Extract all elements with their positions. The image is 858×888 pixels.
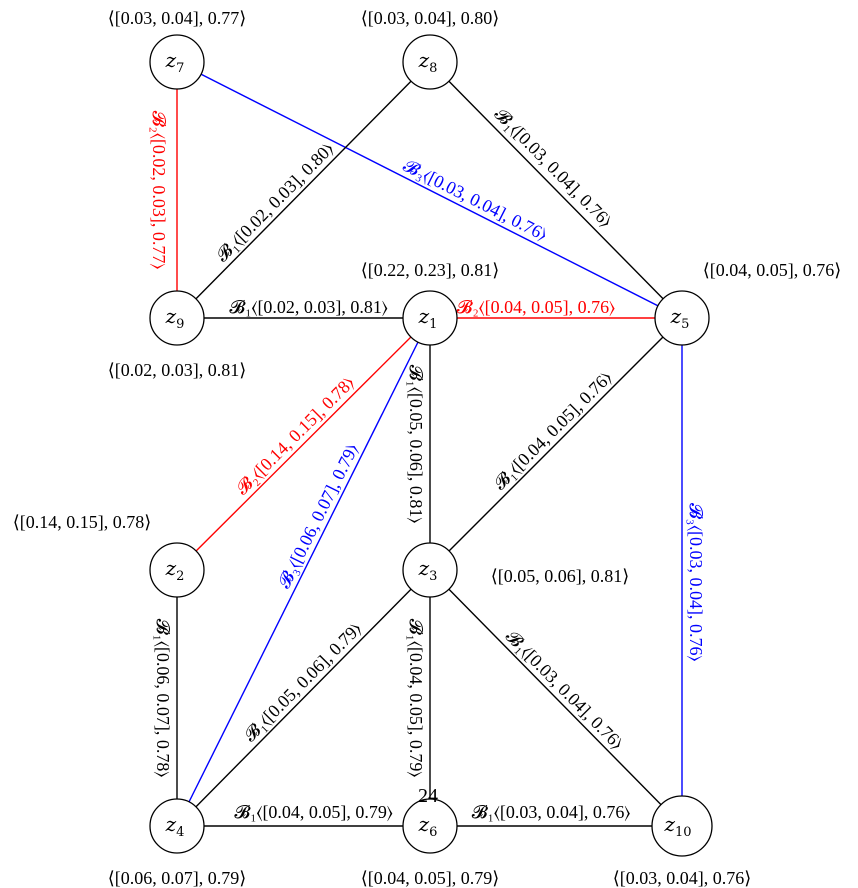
edge-label-z9-z1: 𝓑₁⟨[0.02, 0.03], 0.81⟩ [229,297,388,317]
node-label-z4: z4 [165,812,185,840]
edge-label-z4-z6: 𝓑₁⟨[0.04, 0.05], 0.79⟩ [234,802,393,822]
node-value-z1: ⟨[0.22, 0.23], 0.81⟩ [361,260,500,280]
edge-z1-z2 [176,317,431,571]
node-z6: z6 [402,798,458,854]
edge-label-z5-z3: 𝓑₁⟨[0.04, 0.05], 0.76⟩ [489,367,615,493]
node-circle-z5 [654,290,710,346]
node-subscript: 1 [429,317,437,332]
node-z2: z2 [149,542,205,598]
edge-label-z3-z10: 𝓑₁⟨[0.03, 0.04], 0.76⟩ [502,626,627,753]
node-subscript: 8 [429,61,437,76]
edge-label-z7-z5: 𝓑₃⟨[0.03, 0.04], 0.76⟩ [400,155,550,245]
edge-z9-z8 [176,61,431,319]
node-value-z6: ⟨[0.04, 0.05], 0.79⟩ [361,868,500,888]
node-label-z7: z7 [165,48,185,76]
node-subscript: 3 [429,569,437,584]
node-letter: z [670,304,682,328]
node-z1: z1 [402,290,458,346]
node-z8: z8 [402,34,458,90]
edge-label-z9-z8: 𝓑₁⟨[0.02, 0.03], 0.80⟩ [212,139,338,266]
node-value-z7: ⟨[0.03, 0.04], 0.77⟩ [108,8,247,28]
node-value-z5: ⟨[0.04, 0.05], 0.76⟩ [703,260,842,280]
node-circle-z4 [149,798,205,854]
node-letter: z [418,48,430,72]
edge-label-z3-z6: 𝓑₁⟨[0.04, 0.05], 0.79⟩ [406,619,426,778]
node-subscript: 10 [675,825,692,840]
node-letter: z [418,556,430,580]
node-circle-z6 [402,798,458,854]
node-z4: z4 [149,798,205,854]
node-value-z4: ⟨[0.06, 0.07], 0.79⟩ [108,868,247,888]
edge-label-z1-z4: 𝓑₃⟨[0.06, 0.07], 0.79⟩ [274,440,363,591]
node-label-z2: z2 [165,556,185,584]
node-subscript: 9 [176,317,184,332]
node-subscript: 4 [176,825,184,840]
node-letter: z [418,304,430,328]
node-letter: z [418,812,430,836]
node-label-z6: z6 [418,812,438,840]
edge-label-z6-z10: 𝓑₁⟨[0.03, 0.04], 0.76⟩ [472,802,631,822]
node-z3: z3 [402,542,458,598]
edge-z1-z4 [176,317,431,827]
edge-label-z1-z3: 𝓑₁⟨[0.05, 0.06], 0.81⟩ [406,365,426,524]
node-z5: z5 [654,290,710,346]
node-label-z1: z1 [418,304,438,332]
edge-z8-z5 [429,61,683,319]
node-letter: z [165,812,177,836]
edge-z7-z5 [176,61,683,319]
node-label-z9: z9 [165,304,185,332]
node-subscript: 2 [176,569,184,584]
edges-layer: 𝓑₂⟨[0.02, 0.03], 0.77⟩ 𝓑₃⟨[0.03, 0.04], 0… [149,61,706,827]
node-value-z10: ⟨[0.03, 0.04], 0.76⟩ [613,868,752,888]
node-value-z2: ⟨[0.14, 0.15], 0.78⟩ [13,512,152,532]
node-z7: z7 [149,34,205,90]
edge-z3-z10 [429,569,683,827]
node-circle-z8 [402,34,458,90]
node-label-z5: z5 [670,304,690,332]
node-circle-z2 [149,542,205,598]
node-circle-z1 [402,290,458,346]
edge-label-z5-z10: 𝓑₃⟨[0.03, 0.04], 0.76⟩ [686,503,706,662]
node-subscript: 6 [429,825,437,840]
edge-z3-z4 [176,569,431,827]
node-z9: z9 [149,290,205,346]
node-letter: z [663,812,675,836]
node-label-z10: z10 [663,812,691,840]
edge-z5-z3 [429,317,683,571]
node-circle-z7 [149,34,205,90]
node-circle-z9 [149,290,205,346]
edge-label-z1-z5: 𝓑₂⟨[0.04, 0.05], 0.76⟩ [457,297,616,317]
edge-label-z7-z9: 𝓑₂⟨[0.02, 0.03], 0.77⟩ [149,111,169,270]
node-circle-z10 [651,795,713,857]
edge-label-z2-z4: 𝓑₁⟨[0.06, 0.07], 0.78⟩ [153,619,173,778]
edge-label-z3-z4: 𝓑₁⟨[0.05, 0.06], 0.79⟩ [240,618,366,745]
node-z10: z10 [651,795,713,857]
node-circle-z3 [402,542,458,598]
node-value-z9: ⟨[0.02, 0.03], 0.81⟩ [108,360,247,380]
node-value-z8: ⟨[0.03, 0.04], 0.80⟩ [361,8,500,28]
node-letter: z [165,304,177,328]
node-label-z3: z3 [418,556,438,584]
node-value-z3: ⟨[0.05, 0.06], 0.81⟩ [491,566,630,586]
node-values-layer: ⟨[0.22, 0.23], 0.81⟩ ⟨[0.14, 0.15], 0.78⟩… [13,8,842,888]
node-label-z8: z8 [418,48,438,76]
node-subscript: 7 [176,61,184,76]
node-letter: z [165,48,177,72]
node-letter: z [165,556,177,580]
page-number: 24 [418,785,438,807]
node-subscript: 5 [681,317,689,332]
